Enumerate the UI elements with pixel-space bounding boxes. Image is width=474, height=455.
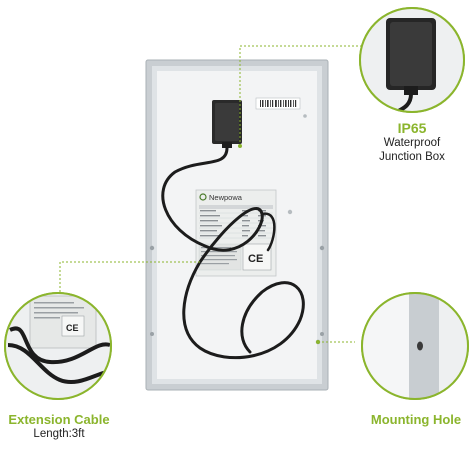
junction-box-callout: IP65 Waterproof Junction Box — [362, 120, 462, 164]
callout-line-cable — [59, 261, 200, 300]
mounting-hole-icon — [417, 341, 423, 351]
barcode-sticker — [255, 97, 301, 110]
frame-rivet — [149, 245, 155, 251]
product-label-sticker: Newpowa — [195, 189, 277, 277]
ce-mark-icon: CE — [248, 253, 263, 265]
brand-name: Newpowa — [209, 193, 243, 202]
callout-ip65-title: IP65 — [397, 120, 427, 136]
frame-rivet — [319, 245, 325, 251]
extension-cable-second — [260, 212, 276, 252]
newpowa-logo-icon — [199, 193, 207, 201]
zoom-ce-mark-icon: CE — [66, 323, 79, 333]
zoom-extension-cable: CE — [4, 292, 112, 400]
extension-cable-callout: Extension Cable Length:3ft — [0, 412, 118, 441]
callout-dot-hole — [316, 340, 320, 344]
callout-hole-title: Mounting Hole — [370, 412, 462, 427]
frame-rivet — [320, 332, 324, 336]
callout-ip65-line1: Waterproof — [383, 137, 441, 149]
callout-cable-subtitle: Length:3ft — [33, 428, 85, 440]
zoom-mounting-hole — [361, 292, 469, 400]
frame-rivet — [287, 209, 293, 215]
frame-rivet — [150, 332, 154, 336]
junction-box — [212, 100, 242, 148]
callout-lines — [59, 45, 362, 343]
callout-cable-title: Extension Cable — [8, 412, 110, 427]
mounting-hole-callout: Mounting Hole — [360, 412, 472, 427]
solar-panel: Newpowa — [145, 59, 329, 391]
callout-line-junction — [239, 45, 362, 146]
frame-rivet — [303, 114, 307, 118]
callout-ip65-line2: Junction Box — [379, 151, 445, 163]
callout-dot-junction — [238, 144, 242, 148]
zoom-junction-box — [359, 7, 465, 113]
